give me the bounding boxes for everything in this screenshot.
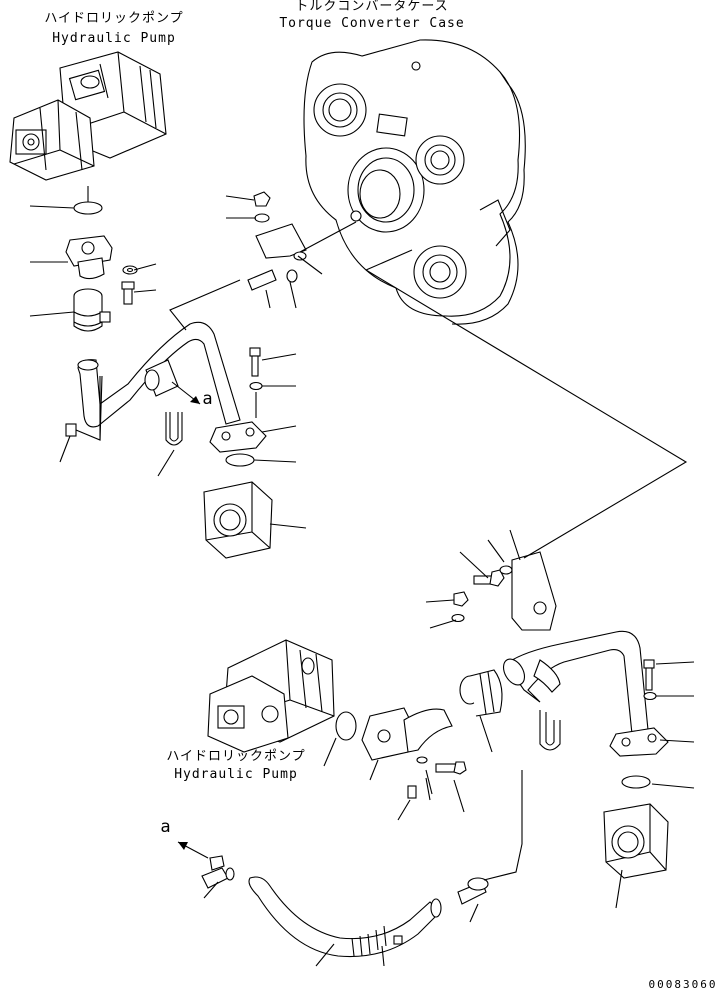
ref-a-upper-label: a — [202, 389, 214, 409]
hydraulic-pump-top-jp-label: ハイドロリックポンプ — [44, 11, 184, 26]
torque-converter-case-drawing — [303, 39, 526, 325]
upper-assembly-parts — [65, 186, 307, 559]
drawing-number-label: 00083060 — [648, 978, 718, 991]
ref-a-lower-label: a — [160, 817, 172, 837]
hydraulic-pump-top-drawing — [9, 51, 167, 181]
hydraulic-pump-bottom-jp-label: ハイドロリックポンプ — [166, 749, 306, 764]
torque-converter-jp-label: トルクコンバータケース — [295, 0, 449, 14]
torque-converter-en-label: Torque Converter Case — [279, 16, 465, 31]
leader-lines — [29, 195, 695, 967]
lower-assembly-parts — [177, 551, 669, 958]
hydraulic-pump-bottom-en-label: Hydraulic Pump — [174, 767, 298, 782]
hydraulic-pump-top-en-label: Hydraulic Pump — [52, 31, 176, 46]
